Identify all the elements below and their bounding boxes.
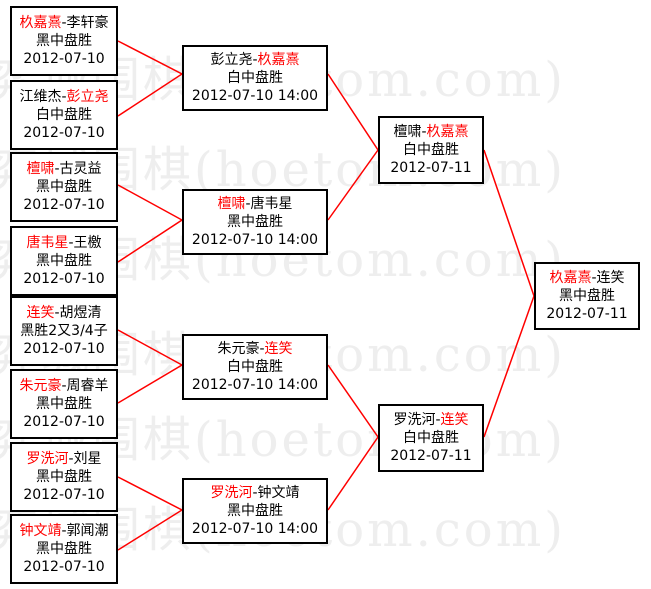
match-players: 彭立尧-杦嘉熹	[210, 52, 300, 68]
match-result: 黑中盘胜	[559, 288, 615, 304]
match-result: 黑中盘胜	[36, 179, 92, 195]
match-box: 江维杰-彭立尧 白中盘胜 2012-07-10	[10, 80, 118, 150]
match-date: 2012-07-10 14:00	[191, 232, 319, 248]
match-box: 罗洗河-钟文靖 黑中盘胜 2012-07-10 14:00	[182, 478, 328, 544]
player-a: 杦嘉熹	[549, 270, 592, 286]
player-a: 罗洗河	[210, 485, 253, 501]
match-date: 2012-07-10 14:00	[191, 377, 319, 393]
match-result: 白中盘胜	[227, 359, 283, 375]
player-b: 钟文靖	[257, 485, 300, 501]
match-date: 2012-07-11	[546, 306, 628, 322]
match-date: 2012-07-10	[23, 341, 105, 357]
match-date: 2012-07-10	[23, 51, 105, 67]
match-box: 檀啸-古灵益 黑中盘胜 2012-07-10	[10, 152, 118, 222]
match-players: 檀啸-古灵益	[26, 161, 102, 177]
player-a: 罗洗河	[26, 451, 69, 467]
match-players: 罗洗河-刘星	[26, 451, 102, 467]
match-box: 罗洗河-连笑 白中盘胜 2012-07-11	[378, 404, 484, 472]
match-box: 彭立尧-杦嘉熹 白中盘胜 2012-07-10 14:00	[182, 45, 328, 111]
player-a: 江维杰	[19, 89, 62, 105]
player-b: 连笑	[596, 270, 625, 286]
match-players: 檀啸-杦嘉熹	[393, 124, 469, 140]
bracket-line	[117, 476, 184, 551]
match-box: 朱元豪-连笑 白中盘胜 2012-07-10 14:00	[182, 334, 328, 400]
match-result: 黑中盘胜	[227, 214, 283, 230]
player-a: 檀啸	[217, 196, 246, 212]
player-a: 檀啸	[393, 124, 422, 140]
match-box: 连笑-胡煜清 黑胜2又3/4子 2012-07-10	[10, 296, 118, 366]
player-b: 古灵益	[59, 161, 102, 177]
player-a: 朱元豪	[19, 378, 62, 394]
bracket-line	[117, 40, 184, 117]
match-result: 白中盘胜	[36, 107, 92, 123]
player-b: 刘星	[73, 451, 102, 467]
match-players: 朱元豪-周睿羊	[19, 378, 109, 394]
match-result: 黑中盘胜	[36, 469, 92, 485]
player-b: 杦嘉熹	[426, 124, 469, 140]
player-b: 杦嘉熹	[257, 52, 300, 68]
match-date: 2012-07-10	[23, 271, 105, 287]
player-a: 罗洗河	[393, 412, 436, 428]
player-b: 彭立尧	[66, 89, 109, 105]
match-result: 黑胜2又3/4子	[20, 323, 108, 339]
match-date: 2012-07-11	[390, 160, 472, 176]
match-date: 2012-07-10	[23, 414, 105, 430]
match-date: 2012-07-11	[390, 448, 472, 464]
match-players: 唐韦星-王檄	[26, 235, 102, 251]
player-b: 连笑	[264, 341, 293, 357]
match-result: 黑中盘胜	[36, 33, 92, 49]
match-players: 江维杰-彭立尧	[19, 89, 109, 105]
match-date: 2012-07-10	[23, 559, 105, 575]
player-b: 周睿羊	[66, 378, 109, 394]
match-result: 白中盘胜	[403, 142, 459, 158]
match-date: 2012-07-10	[23, 487, 105, 503]
player-a: 朱元豪	[217, 341, 260, 357]
match-result: 黑中盘胜	[36, 396, 92, 412]
player-b: 郭闻潮	[66, 523, 109, 539]
player-b: 李轩豪	[66, 15, 109, 31]
match-box: 杦嘉熹-李轩豪 黑中盘胜 2012-07-10	[10, 6, 118, 76]
match-box: 罗洗河-刘星 黑中盘胜 2012-07-10	[10, 442, 118, 512]
player-b: 王檄	[73, 235, 102, 251]
player-a: 钟文靖	[19, 523, 62, 539]
match-result: 黑中盘胜	[36, 253, 92, 269]
player-a: 杦嘉熹	[19, 15, 62, 31]
match-box: 钟文靖-郭闻潮 黑中盘胜 2012-07-10	[10, 514, 118, 584]
match-players: 罗洗河-连笑	[393, 412, 469, 428]
match-players: 杦嘉熹-连笑	[549, 270, 625, 286]
player-a: 彭立尧	[210, 52, 253, 68]
match-players: 杦嘉熹-李轩豪	[19, 15, 109, 31]
match-players: 朱元豪-连笑	[217, 341, 293, 357]
player-b: 连笑	[440, 412, 469, 428]
match-result: 白中盘胜	[403, 430, 459, 446]
match-players: 连笑-胡煜清	[26, 305, 102, 321]
player-a: 唐韦星	[26, 235, 69, 251]
match-box: 杦嘉熹-连笑 黑中盘胜 2012-07-11	[534, 262, 640, 330]
match-players: 钟文靖-郭闻潮	[19, 523, 109, 539]
bracket-line	[117, 329, 184, 404]
match-result: 黑中盘胜	[227, 503, 283, 519]
bracket-line	[117, 184, 184, 263]
match-date: 2012-07-10	[23, 197, 105, 213]
match-box: 檀啸-杦嘉熹 白中盘胜 2012-07-11	[378, 116, 484, 184]
match-date: 2012-07-10 14:00	[191, 88, 319, 104]
match-result: 黑中盘胜	[36, 541, 92, 557]
match-date: 2012-07-10 14:00	[191, 521, 319, 537]
player-b: 胡煜清	[59, 305, 102, 321]
match-box: 檀啸-唐韦星 黑中盘胜 2012-07-10 14:00	[182, 189, 328, 255]
match-players: 檀啸-唐韦星	[217, 196, 293, 212]
match-result: 白中盘胜	[227, 70, 283, 86]
match-players: 罗洗河-钟文靖	[210, 485, 300, 501]
player-a: 檀啸	[26, 161, 55, 177]
match-box: 朱元豪-周睿羊 黑中盘胜 2012-07-10	[10, 369, 118, 439]
bracket-line	[327, 364, 379, 511]
bracket-line	[483, 149, 535, 438]
player-a: 连笑	[26, 305, 55, 321]
match-box: 唐韦星-王檄 黑中盘胜 2012-07-10	[10, 226, 118, 296]
player-b: 唐韦星	[250, 196, 293, 212]
bracket-line	[327, 73, 379, 221]
match-date: 2012-07-10	[23, 125, 105, 141]
